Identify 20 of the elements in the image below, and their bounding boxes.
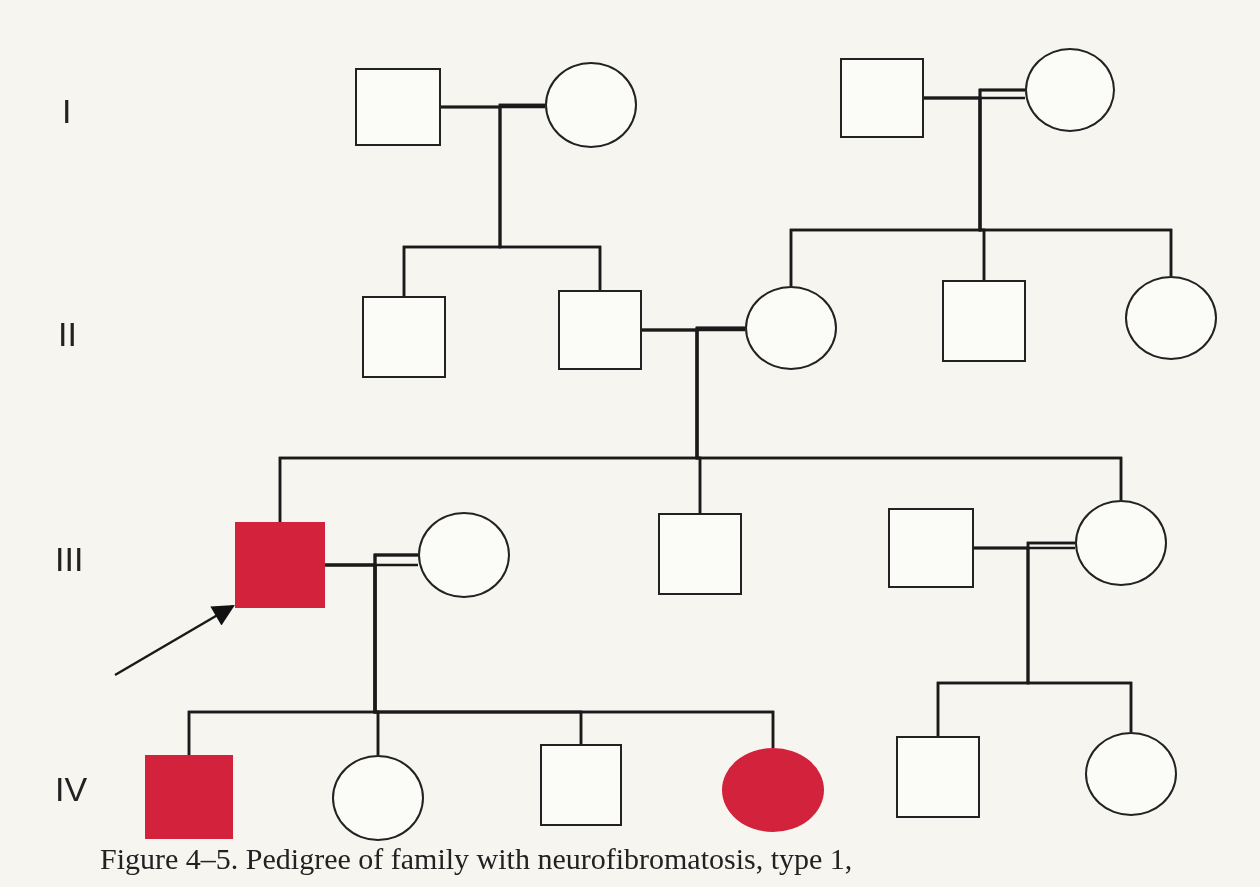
pedigree-line	[978, 88, 1173, 276]
square-symbol	[896, 736, 980, 818]
square-symbol	[362, 296, 446, 378]
square-symbol	[540, 744, 622, 826]
square-symbol	[355, 68, 441, 146]
filled-square-symbol	[145, 755, 233, 839]
generation-label: IV	[55, 770, 88, 809]
pedigree-line	[1026, 541, 1133, 732]
pedigree-line	[498, 103, 602, 290]
square-symbol	[658, 513, 742, 595]
square-symbol	[840, 58, 924, 138]
filled-square-symbol	[235, 522, 325, 608]
square-symbol	[888, 508, 974, 588]
pointer-arrow	[114, 604, 235, 677]
square-symbol	[942, 280, 1026, 362]
generation-label: III	[55, 540, 84, 579]
generation-label: I	[62, 92, 72, 131]
generation-label: II	[58, 315, 77, 354]
square-symbol	[558, 290, 642, 370]
figure-caption: Figure 4–5. Pedigree of family with neurofibromatosis, type 1,	[100, 842, 853, 876]
